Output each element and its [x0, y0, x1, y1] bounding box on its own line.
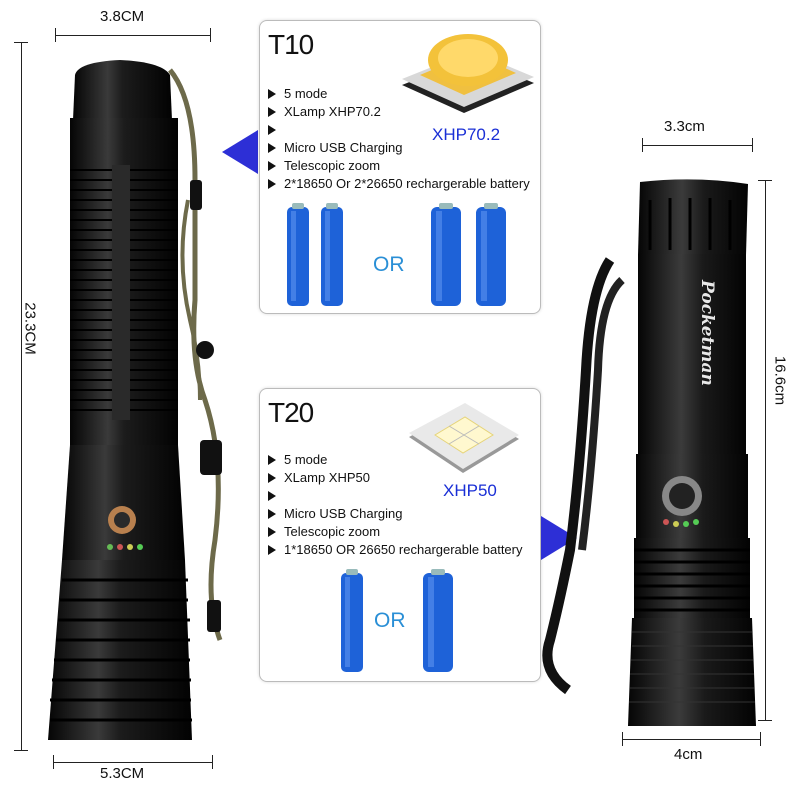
- t20-model-title: T20: [268, 397, 314, 428]
- t20-spec-panel: T20 XHP50 5 mode XLamp XHP50 Micro USB C…: [259, 388, 541, 682]
- bullet-triangle-icon: [268, 143, 276, 153]
- t20-feature-item: Micro USB Charging: [266, 505, 523, 523]
- battery-26650-icon: [423, 569, 453, 672]
- t20-feature-list: 5 mode XLamp XHP50 Micro USB Charging Te…: [266, 451, 523, 559]
- bullet-triangle-icon: [268, 107, 276, 117]
- bullet-triangle-icon: [268, 179, 276, 189]
- battery-18650-icon: [321, 203, 343, 306]
- t10-feature-list: 5 mode XLamp XHP70.2 Micro USB Charging …: [266, 85, 530, 193]
- bullet-triangle-icon: [268, 89, 276, 99]
- t20-feature-item: XLamp XHP50: [266, 469, 523, 487]
- t10-head-width-label: 3.8CM: [100, 8, 145, 25]
- t10-model-title: T10: [268, 29, 314, 60]
- t20-feature-item: Telescopic zoom: [266, 523, 523, 541]
- t20-brand-logo-text: Pocketman: [697, 279, 717, 386]
- t10-feature-item: 2*18650 Or 2*26650 rechargerable battery: [266, 175, 530, 193]
- t10-feature-item: Micro USB Charging: [266, 139, 530, 157]
- t10-tail-width-label: 5.3CM: [100, 765, 145, 782]
- battery-26650-icon: [476, 203, 506, 306]
- t10-spec-panel: T10 XHP70.2 5 mode XLamp XHP70.2 Micro U…: [259, 20, 541, 314]
- t20-feature-item: 5 mode: [266, 451, 523, 469]
- t10-feature-item: 5 mode: [266, 85, 530, 103]
- t10-feature-item: Telescopic zoom: [266, 157, 530, 175]
- bullet-triangle-icon: [268, 473, 276, 483]
- t10-pointer-arrow: [222, 130, 258, 174]
- battery-18650-icon: [341, 569, 363, 672]
- t10-or-label: OR: [373, 253, 405, 276]
- t20-head-width-label: 3.3cm: [664, 118, 705, 135]
- t10-feature-item: XLamp XHP70.2: [266, 103, 530, 121]
- t10-chip-label: XHP70.2: [432, 125, 501, 144]
- t20-feature-item: [266, 487, 523, 505]
- bullet-triangle-icon: [268, 527, 276, 537]
- t20-flashlight-image: Pocketman: [542, 179, 756, 726]
- t20-feature-item: 1*18650 OR 26650 rechargerable battery: [266, 541, 523, 559]
- battery-18650-icon: [287, 203, 309, 306]
- t20-or-label: OR: [374, 609, 406, 632]
- t20-length-label: 16.6cm: [771, 355, 789, 406]
- t20-tail-width-label: 4cm: [674, 746, 703, 763]
- t10-led-chip-image: [402, 34, 534, 113]
- t20-led-chip-image: [409, 403, 519, 473]
- bullet-triangle-icon: [268, 545, 276, 555]
- battery-26650-icon: [431, 203, 461, 306]
- t10-flashlight-image: [48, 60, 223, 740]
- bullet-triangle-icon: [268, 491, 276, 501]
- bullet-triangle-icon: [268, 509, 276, 519]
- t10-feature-item: [266, 121, 530, 139]
- t20-chip-label: XHP50: [443, 481, 497, 500]
- bullet-triangle-icon: [268, 161, 276, 171]
- bullet-triangle-icon: [268, 455, 276, 465]
- bullet-triangle-icon: [268, 125, 276, 135]
